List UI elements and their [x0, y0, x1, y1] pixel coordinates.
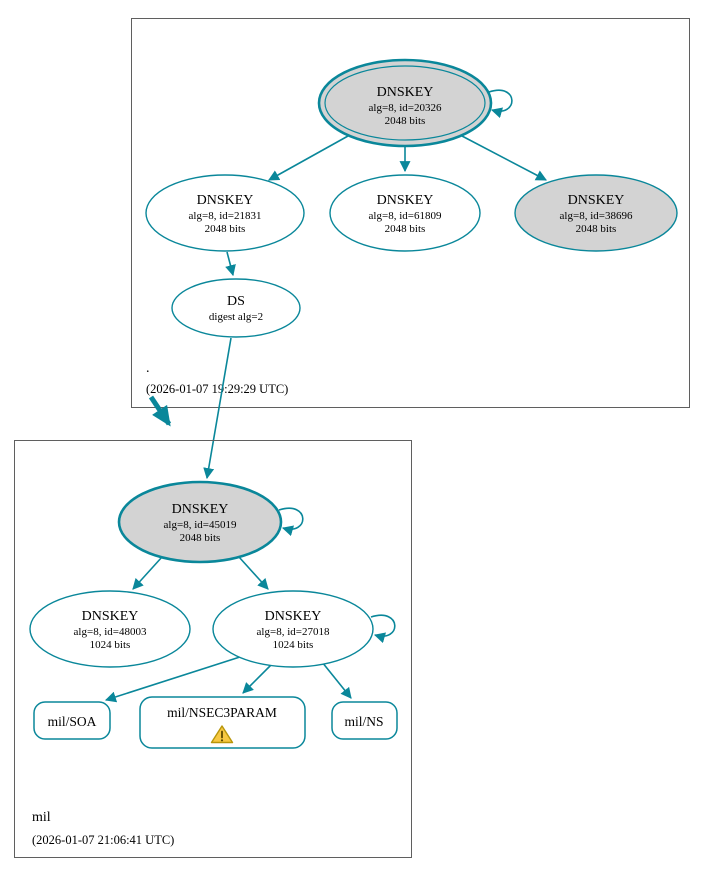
mil-ns-label: mil/NS — [344, 714, 383, 729]
edge-zsk-left-to-ds — [225, 251, 236, 277]
node-mil-zsk-left[interactable]: DNSKEY alg=8, id=48003 1024 bits — [29, 590, 191, 668]
edge-root-ksk-to-ksk-revoked — [461, 135, 547, 181]
mil-zsk-left-id: alg=8, id=48003 — [74, 626, 147, 638]
root-zsk-mid-id: alg=8, id=61809 — [369, 210, 442, 222]
root-ksk-revoked-id: alg=8, id=38696 — [560, 210, 633, 222]
root-ds-type: DS — [227, 294, 245, 309]
edge-mil-ksk-to-zsk-left — [132, 556, 163, 590]
edge-mil-zsk-to-ns — [321, 661, 352, 699]
mil-ksk-id: alg=8, id=45019 — [164, 519, 237, 531]
edge-mil-ksk-selfsign — [278, 507, 304, 537]
edge-mil-zsk-to-soa — [104, 655, 244, 703]
root-zsk-left-type: DNSKEY — [197, 193, 254, 208]
node-root-zsk-left[interactable]: DNSKEY alg=8, id=21831 2048 bits — [145, 174, 305, 252]
mil-zsk-right-id: alg=8, id=27018 — [257, 626, 330, 638]
mil-nsec3param-label: mil/NSEC3PARAM — [167, 705, 277, 720]
node-mil-zsk-right[interactable]: DNSKEY alg=8, id=27018 1024 bits — [212, 590, 374, 668]
root-ksk-revoked-bits: 2048 bits — [576, 223, 617, 235]
edge-mil-ksk-to-zsk-right — [238, 556, 269, 590]
edge-mil-zsk-to-nsec3param — [242, 663, 273, 694]
edge-ds-to-mil-ksk — [203, 337, 232, 480]
node-root-ksk[interactable]: DNSKEY alg=8, id=20326 2048 bits — [317, 58, 493, 148]
mil-zone-box — [14, 440, 412, 858]
root-ksk-id: alg=8, id=20326 — [369, 102, 442, 114]
root-ksk-bits: 2048 bits — [385, 115, 426, 127]
mil-zsk-right-type: DNSKEY — [265, 609, 322, 624]
root-zsk-left-bits: 2048 bits — [205, 223, 246, 235]
mil-zone-timestamp: (2026-01-07 21:06:41 UTC) — [32, 833, 174, 847]
edge-root-ksk-selfsign — [488, 89, 513, 119]
node-mil-soa[interactable]: mil/SOA — [33, 701, 111, 740]
mil-ksk-bits: 2048 bits — [180, 532, 221, 544]
node-root-ds[interactable]: DS digest alg=2 — [171, 278, 301, 338]
mil-zone-name: mil — [32, 810, 51, 825]
node-root-zsk-mid[interactable]: DNSKEY alg=8, id=61809 2048 bits — [329, 174, 481, 252]
edge-root-delegation-to-mil — [148, 395, 172, 427]
root-zsk-mid-type: DNSKEY — [377, 193, 434, 208]
node-root-ksk-revoked[interactable]: DNSKEY alg=8, id=38696 2048 bits — [514, 174, 678, 252]
node-mil-ksk[interactable]: DNSKEY alg=8, id=45019 2048 bits — [117, 480, 283, 564]
root-zsk-mid-bits: 2048 bits — [385, 223, 426, 235]
edge-mil-zsk-selfsign — [370, 614, 396, 644]
mil-zsk-left-type: DNSKEY — [82, 609, 139, 624]
mil-ksk-type: DNSKEY — [172, 502, 229, 517]
edge-root-ksk-to-zsk-left — [268, 135, 349, 181]
root-zone-timestamp: (2026-01-07 19:29:29 UTC) — [146, 382, 288, 396]
node-mil-ns[interactable]: mil/NS — [331, 701, 398, 740]
root-zone-box — [131, 18, 690, 408]
warning-icon — [210, 725, 234, 744]
mil-zsk-right-bits: 1024 bits — [273, 639, 314, 651]
root-zone: DNSKEY alg=8, id=20326 2048 bits DNSKEY … — [131, 18, 690, 408]
root-ksk-revoked-type: DNSKEY — [568, 193, 625, 208]
mil-soa-label: mil/SOA — [48, 714, 97, 729]
root-ksk-type: DNSKEY — [377, 85, 434, 100]
root-zsk-left-id: alg=8, id=21831 — [189, 210, 262, 222]
mil-zsk-left-bits: 1024 bits — [90, 639, 131, 651]
node-mil-nsec3param[interactable]: mil/NSEC3PARAM — [139, 696, 306, 749]
root-zone-name: . — [146, 361, 150, 376]
root-ds-digest: digest alg=2 — [209, 311, 263, 323]
mil-zone: DNSKEY alg=8, id=45019 2048 bits DNSKEY … — [14, 440, 412, 858]
